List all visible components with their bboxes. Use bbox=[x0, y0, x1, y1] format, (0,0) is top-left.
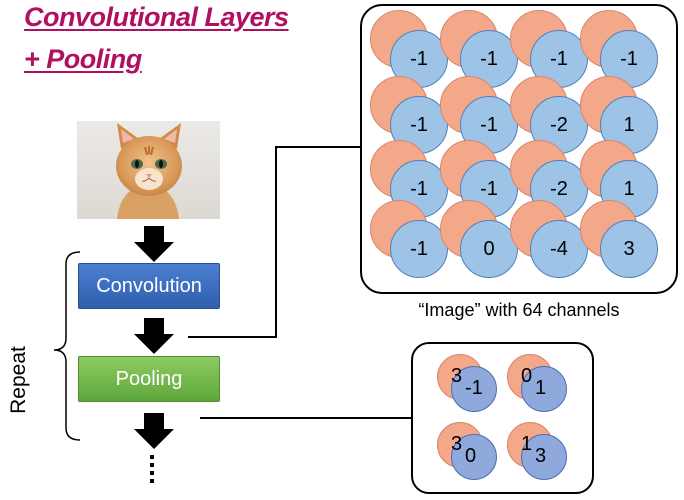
pooled-back-value: 3 bbox=[451, 365, 463, 387]
convolution-label: Convolution bbox=[96, 274, 202, 297]
feature-value-circle: -4 bbox=[530, 220, 588, 278]
title-line-1: Convolutional Layers bbox=[24, 2, 289, 32]
feature-value-circle: -1 bbox=[390, 220, 448, 278]
pooled-front-circle bbox=[521, 434, 567, 480]
title-line-2: + Pooling bbox=[24, 44, 142, 74]
feature-map-caption: “Image” with 64 channels bbox=[418, 300, 620, 320]
pooled-front-value: -1 bbox=[465, 377, 483, 399]
feature-value-circle: -1 bbox=[460, 30, 518, 88]
feature-value-circle: -1 bbox=[460, 96, 518, 154]
pooled-front-value: 3 bbox=[535, 445, 547, 467]
repeat-brace bbox=[53, 251, 81, 441]
pooled-front-value: 1 bbox=[535, 377, 547, 399]
pooled-back-value: 3 bbox=[451, 433, 463, 455]
continuation-dots bbox=[150, 455, 156, 487]
pooling-label: Pooling bbox=[115, 367, 183, 390]
repeat-label: Repeat bbox=[7, 346, 30, 414]
arrow-down-icon bbox=[134, 318, 174, 354]
convolution-block: Convolution bbox=[78, 263, 220, 309]
pooled-front-circle bbox=[521, 366, 567, 412]
feature-value-circle: 0 bbox=[460, 220, 518, 278]
cat-image bbox=[77, 121, 220, 219]
pooled-back-value: 0 bbox=[521, 365, 533, 387]
arrow-down-icon bbox=[134, 226, 174, 262]
feature-value-circle: 3 bbox=[600, 220, 658, 278]
arrow-down-icon bbox=[134, 413, 174, 449]
pooled-front-circle bbox=[451, 366, 497, 412]
pooled-front-circle bbox=[451, 434, 497, 480]
pooled-back-value: 1 bbox=[521, 433, 533, 455]
pooled-front-value: 0 bbox=[465, 445, 477, 467]
pooling-block: Pooling bbox=[78, 356, 220, 402]
feature-value-circle: -1 bbox=[600, 30, 658, 88]
